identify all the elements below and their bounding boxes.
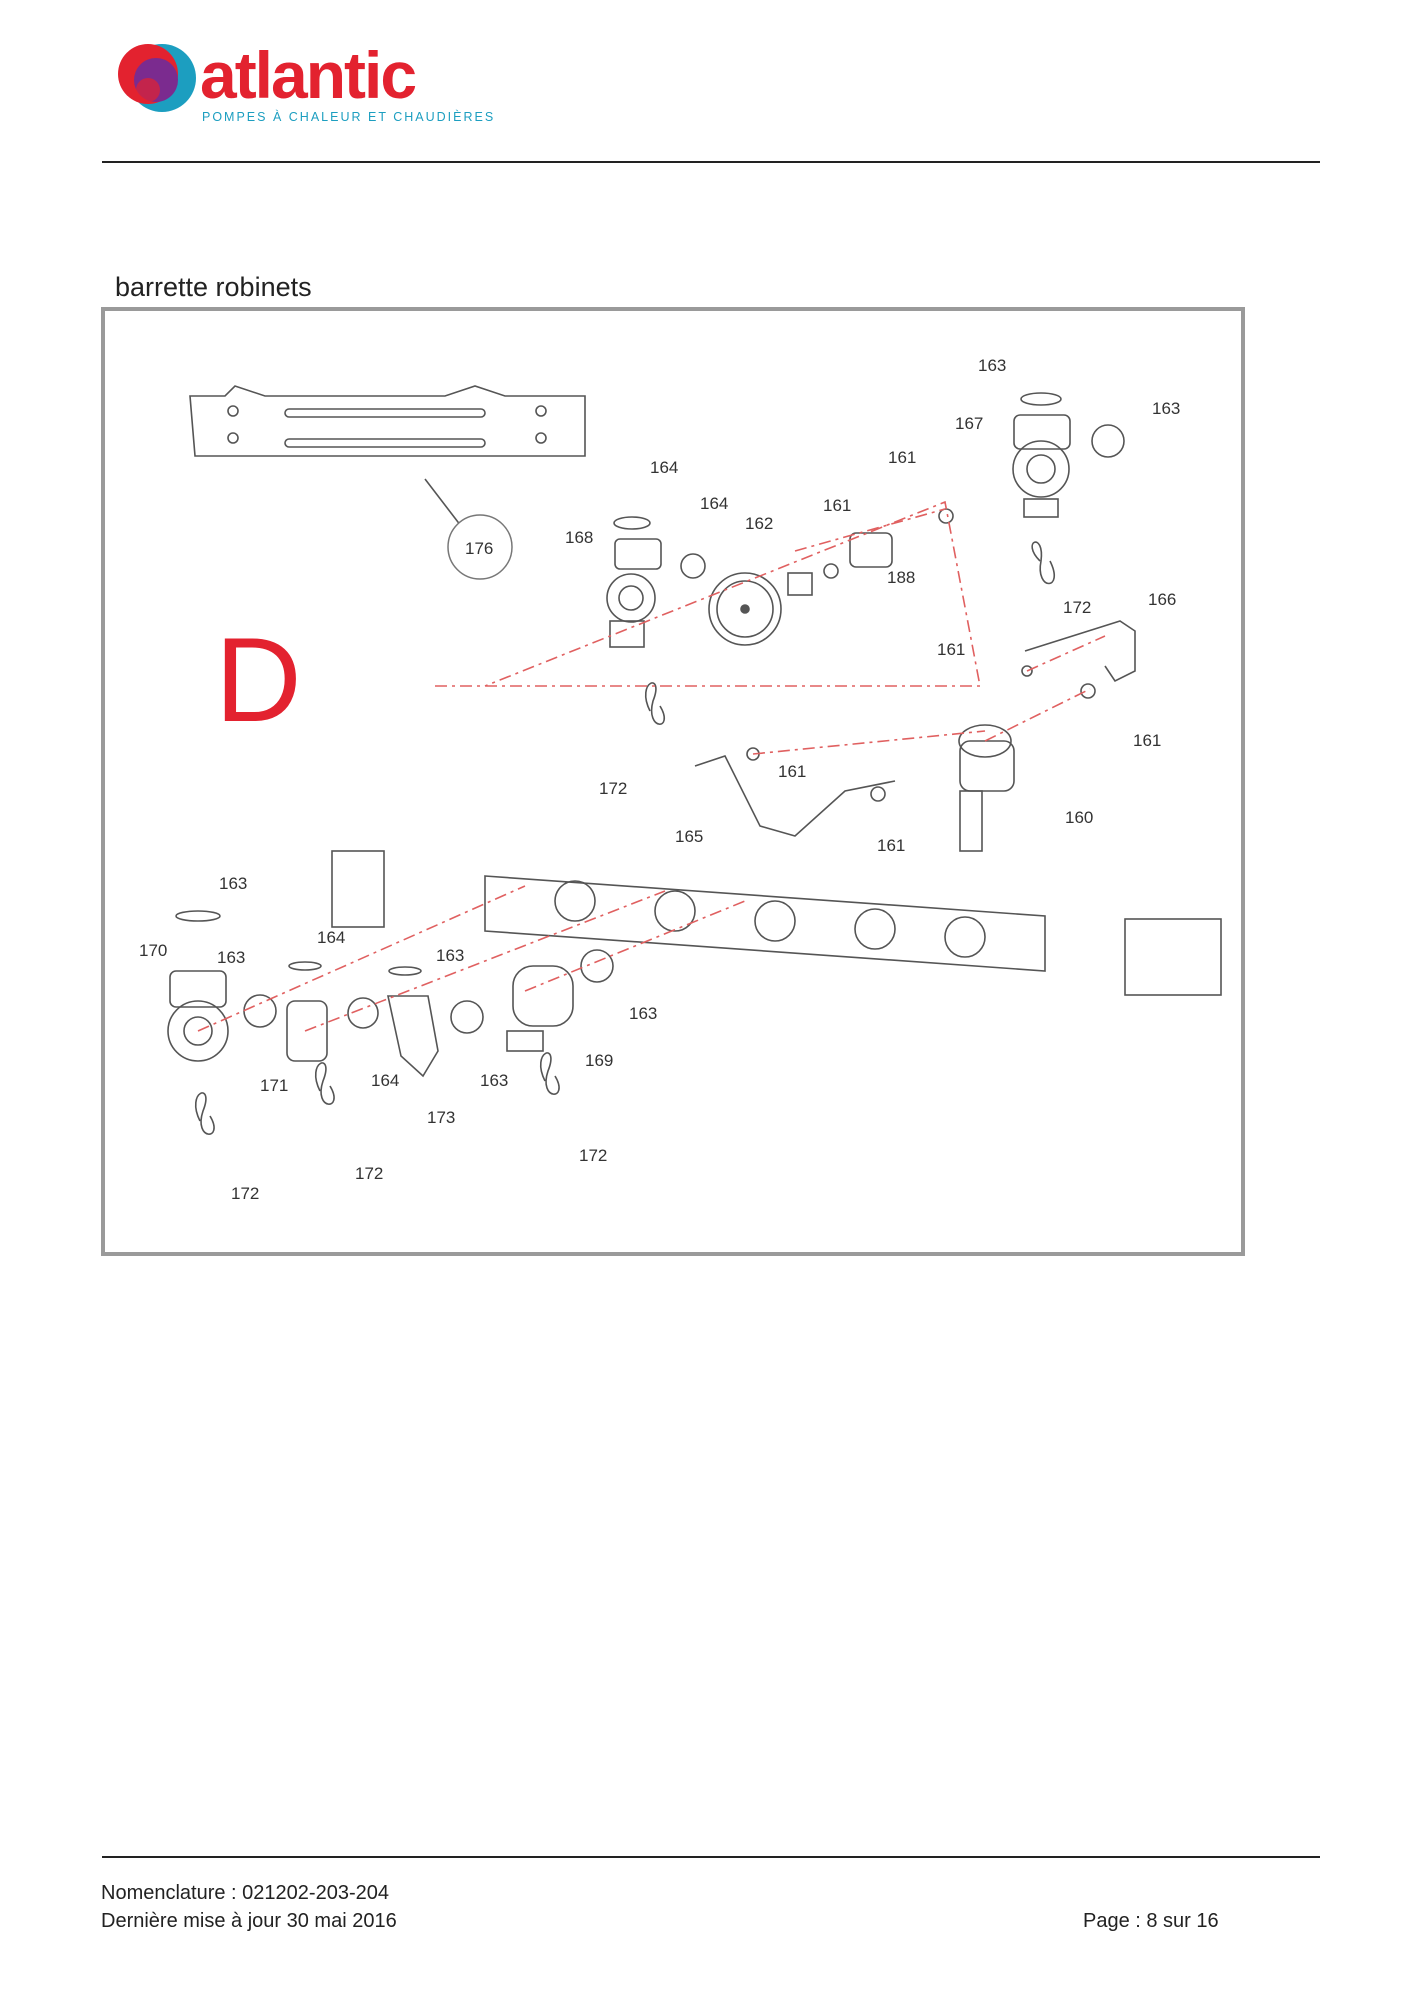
callout-label: 168 (565, 528, 593, 547)
callout-label: 163 (436, 946, 464, 965)
callout-label: 169 (585, 1051, 613, 1070)
brand-name: atlantic (200, 38, 417, 112)
callout-label: 160 (1065, 808, 1093, 827)
header-divider (102, 161, 1320, 163)
callout-label: 163 (629, 1004, 657, 1023)
brand-tagline: POMPES À CHALEUR ET CHAUDIÈRES (202, 110, 496, 124)
callout-label: 161 (888, 448, 916, 467)
callout-label: 176 (465, 539, 493, 558)
callout-label: 172 (1063, 598, 1091, 617)
footer-divider (102, 1856, 1320, 1858)
callout-label: 173 (427, 1108, 455, 1127)
valve-rail (484, 875, 1046, 972)
callout-label: 172 (599, 779, 627, 798)
logo-mark-icon (118, 44, 196, 112)
exploded-diagram: D 163 163 167 161 164 164 162 161 188 16… (101, 307, 1245, 1256)
callout-label: 163 (480, 1071, 508, 1090)
callout-label: 164 (650, 458, 678, 477)
callout-labels: 163 163 167 161 164 164 162 161 188 168 … (139, 356, 1180, 1203)
callout-label: 172 (579, 1146, 607, 1165)
callout-label: 162 (745, 514, 773, 533)
diagram-drawing: D 163 163 167 161 164 164 162 161 188 16… (139, 356, 1222, 1203)
footer-last-updated: Dernière mise à jour 30 mai 2016 (101, 1910, 397, 1932)
section-title: barrette robinets (115, 272, 312, 302)
callout-label: 172 (355, 1164, 383, 1183)
callout-label: 188 (887, 568, 915, 587)
callout-label: 161 (937, 640, 965, 659)
callout-label: 171 (260, 1076, 288, 1095)
assembly-guide-lines (197, 500, 1106, 1032)
footer-nomenclature: Nomenclature : 021202-203-204 (101, 1882, 389, 1904)
callout-label: 167 (955, 414, 983, 433)
mounting-plate (189, 385, 586, 457)
section-letter: D (215, 613, 302, 747)
brand-logo: atlantic POMPES À CHALEUR ET CHAUDIÈRES (112, 38, 496, 128)
callout-label: 170 (139, 941, 167, 960)
callout-label: 172 (231, 1184, 259, 1203)
callout-label: 163 (978, 356, 1006, 375)
callout-label: 166 (1148, 590, 1176, 609)
callout-label: 165 (675, 827, 703, 846)
callout-label: 164 (371, 1071, 399, 1090)
callout-label: 163 (1152, 399, 1180, 418)
callout-label: 164 (700, 494, 728, 513)
callout-label: 164 (317, 928, 345, 947)
callout-label: 163 (217, 948, 245, 967)
callout-label: 161 (877, 836, 905, 855)
callout-label: 161 (823, 496, 851, 515)
callout-label: 163 (219, 874, 247, 893)
footer-page-number: Page : 8 sur 16 (1083, 1910, 1219, 1932)
callout-label: 161 (778, 762, 806, 781)
callout-label: 161 (1133, 731, 1161, 750)
